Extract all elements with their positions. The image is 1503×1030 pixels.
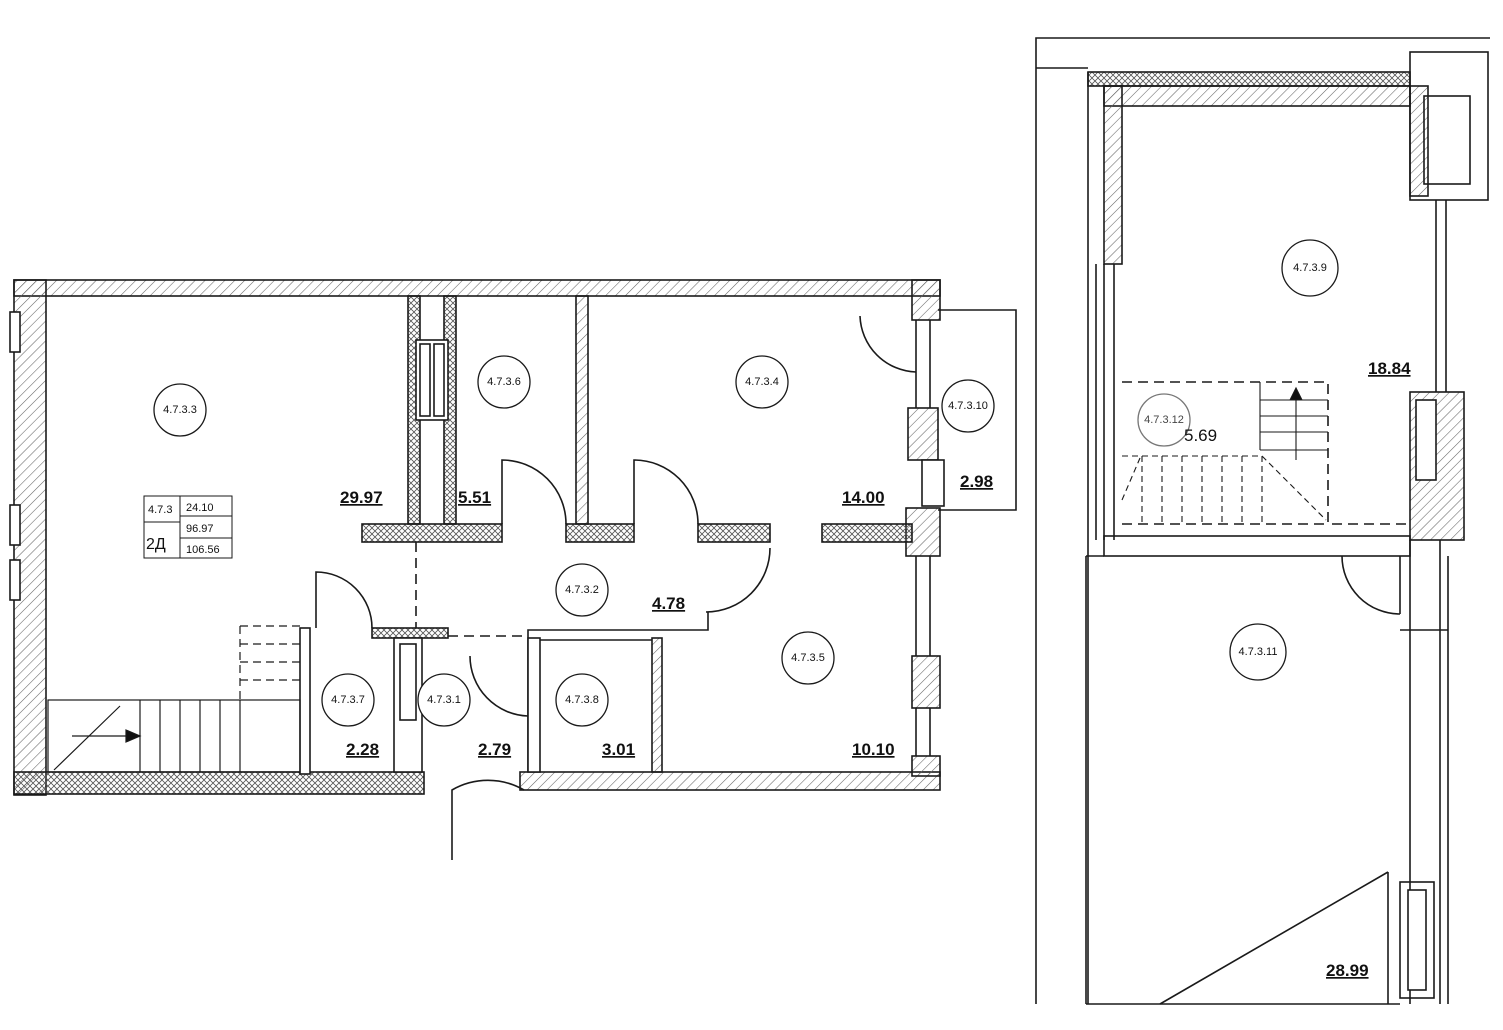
wall-h-524-d: [821, 523, 913, 543]
stair-floor2: [1121, 382, 1328, 524]
room-tag-4732: 4.7.3.2: [565, 584, 599, 596]
apartment-total-area: 96.97: [186, 523, 214, 535]
floor1-tag-text: 4.7.3.3 4.7.3.6 4.7.3.4 4.7.3.10 4.7.3.2…: [163, 376, 988, 706]
f2-wall-top-inner: [1103, 85, 1411, 107]
wall-right-bottom: [911, 655, 941, 709]
room-area-4733: 29.97: [340, 488, 383, 507]
f2-wall-top: [1087, 71, 1411, 87]
wall-h-524-b: [565, 523, 635, 543]
room-tag-4731: 4.7.3.1: [427, 694, 461, 706]
room-tag-4738: 4.7.3.8: [565, 694, 599, 706]
room-area-4732: 4.78: [652, 594, 685, 613]
room-tag-4734: 4.7.3.4: [745, 376, 779, 388]
apartment-total-with-balcony: 106.56: [186, 544, 220, 556]
room-area-4734: 14.00: [842, 488, 885, 507]
wall-right-upper: [911, 279, 941, 321]
room-tag-4737: 4.7.3.7: [331, 694, 365, 706]
floor1-room-tags: [153, 355, 995, 727]
room-tag-4733: 4.7.3.3: [163, 404, 197, 416]
wall-bottom-left: [13, 771, 425, 795]
apartment-living-area: 24.10: [186, 502, 214, 514]
apartment-type: 2Д: [146, 536, 166, 553]
wall-h-630: [371, 627, 449, 639]
wall-576: [575, 295, 589, 525]
room-tag-47312: 4.7.3.12: [1144, 414, 1184, 426]
room-area-4737: 2.28: [346, 740, 379, 759]
room-area-4738: 3.01: [602, 740, 635, 759]
room-area-47310: 2.98: [960, 472, 993, 491]
wall-v-300: [299, 627, 311, 775]
wall-bottom-right: [519, 771, 941, 791]
apartment-label-box: [143, 495, 233, 559]
wall-right-mid: [907, 407, 939, 461]
wall-h-524-a: [361, 523, 503, 543]
room-tag-47311: 4.7.3.11: [1239, 646, 1278, 658]
wall-v-394: [393, 637, 423, 773]
f2-wall-right-top: [1409, 85, 1429, 197]
stair-floor1: [47, 625, 301, 773]
room-area-4735: 10.10: [852, 740, 895, 759]
room-area-4736: 5.51: [458, 488, 491, 507]
room-tag-4735: 4.7.3.5: [791, 652, 825, 664]
floor1-area-text: 29.97 5.51 14.00 2.98 4.78 10.10 2.28 2.…: [340, 472, 993, 759]
wall-h-524-c: [697, 523, 771, 543]
room-area-4731: 2.79: [478, 740, 511, 759]
wall-top: [13, 279, 941, 297]
wall-v-652: [651, 637, 663, 773]
room-tag-47310: 4.7.3.10: [948, 400, 988, 412]
wall-v-538: [527, 637, 541, 773]
f2-wall-left: [1103, 85, 1123, 265]
wall-right-bottom2: [911, 755, 941, 777]
floor1-plan: [9, 279, 1017, 860]
apartment-number: 4.7.3: [148, 504, 172, 516]
floor2-room-tags: [1137, 239, 1339, 681]
room-tag-4736: 4.7.3.6: [487, 376, 521, 388]
room-area-47312: 5.69: [1184, 426, 1217, 445]
room-area-4739: 18.84: [1368, 359, 1411, 378]
floor2-plan: [1035, 37, 1490, 1005]
room-area-47311: 28.99: [1326, 961, 1369, 980]
room-tag-4739: 4.7.3.9: [1293, 262, 1327, 274]
